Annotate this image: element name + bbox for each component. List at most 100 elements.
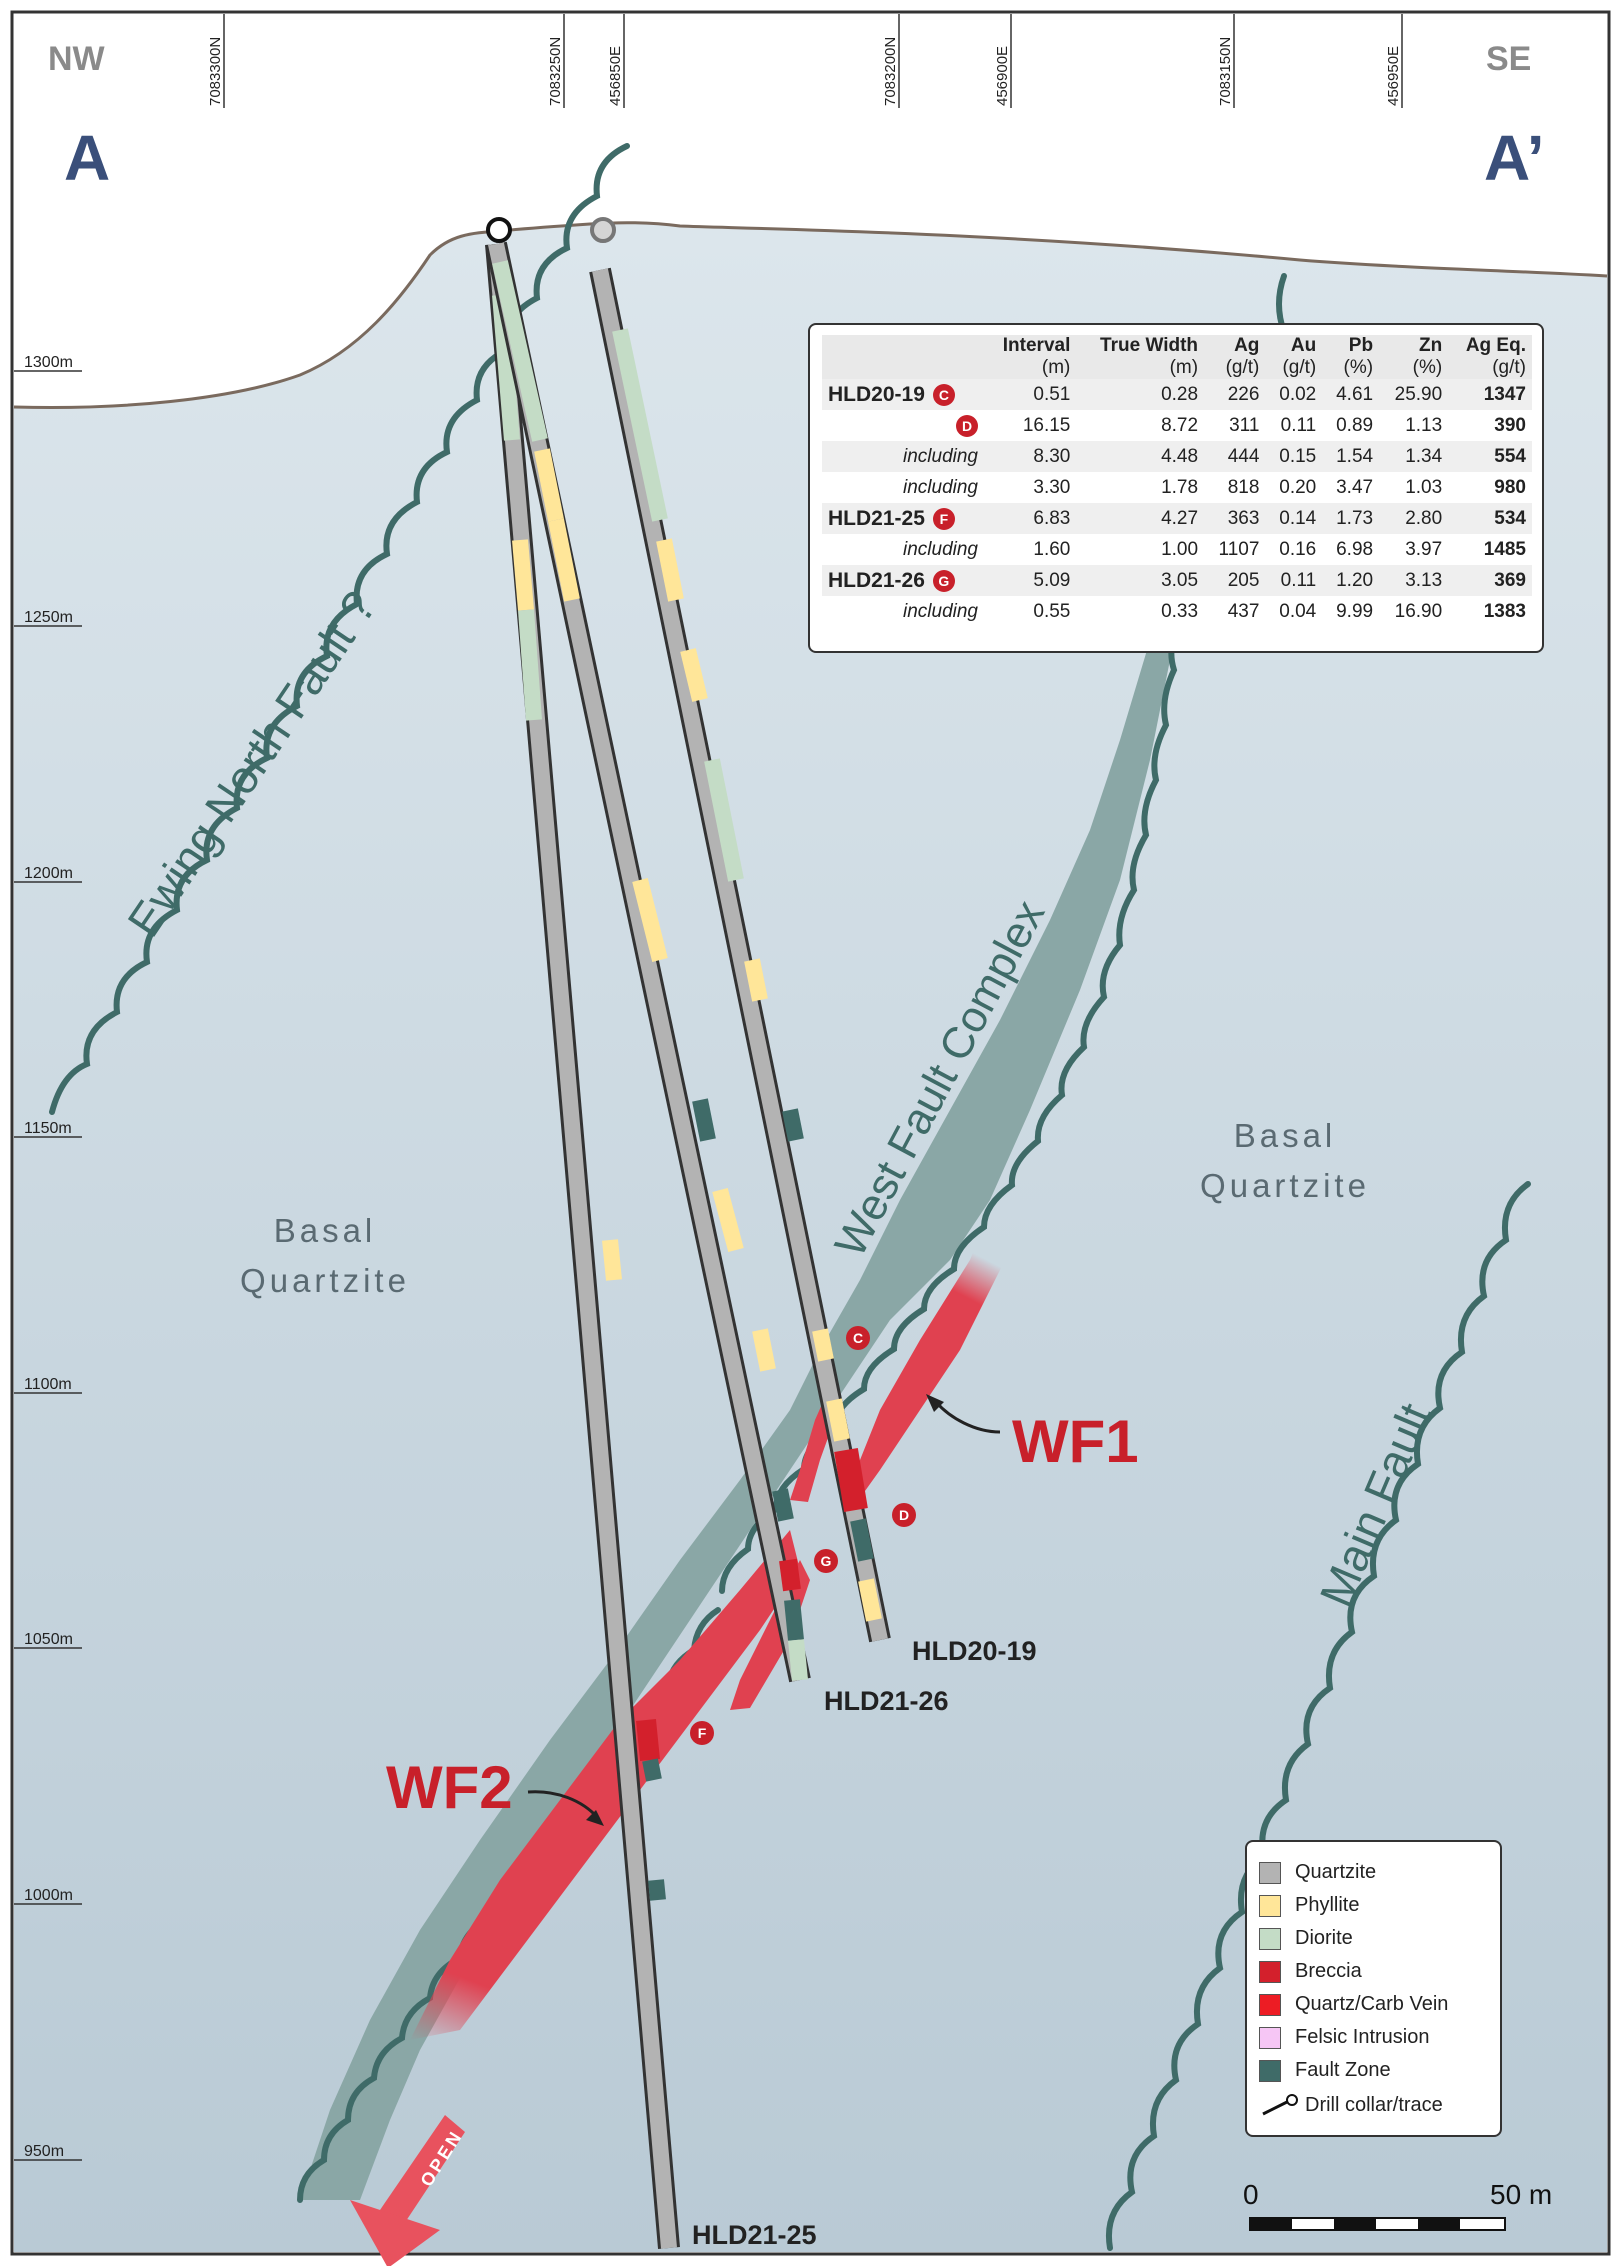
table-cell: 2.80 — [1405, 507, 1443, 529]
legend-label: Quartzite — [1295, 1861, 1377, 1883]
intercept-badge: C — [932, 383, 955, 406]
elevation-label: 1050m — [24, 1631, 73, 1648]
marker-f-label: F — [698, 1725, 707, 1741]
basal-quartzite-label-left-1: Basal — [274, 1212, 377, 1249]
legend-item: Breccia — [1259, 1955, 1488, 1988]
legend-item: Fault Zone — [1259, 2054, 1488, 2087]
svg-text:0: 0 — [1243, 2179, 1259, 2210]
elevation-label: 1250m — [24, 609, 73, 626]
elevation-label: 1000m — [24, 1887, 73, 1904]
table-cell: 0.15 — [1279, 445, 1317, 467]
marker-c-label: C — [853, 1330, 863, 1346]
table-cell: 16.15 — [1022, 414, 1071, 436]
table-cell: 818 — [1227, 476, 1260, 498]
row-label: including — [903, 600, 978, 622]
grid-label: 7083200N — [882, 37, 899, 106]
table-cell: 0.89 — [1336, 414, 1374, 436]
marker-g-label: G — [821, 1553, 832, 1569]
table-cell: 1.54 — [1336, 445, 1374, 467]
legend-swatch — [1259, 2059, 1281, 2082]
table-cell: 205 — [1227, 569, 1260, 591]
table-cell: 0.02 — [1279, 383, 1317, 405]
table-cell: 3.05 — [1161, 569, 1199, 591]
collar-marker — [590, 217, 616, 243]
drill-hole-hld20-19 — [589, 267, 891, 1643]
legend-label: Fault Zone — [1295, 2059, 1391, 2081]
legend-label: Quartz/Carb Vein — [1295, 1993, 1449, 2015]
row-label: including — [903, 476, 978, 498]
table-cell: 1383 — [1483, 600, 1526, 622]
legend-swatch — [1259, 1861, 1281, 1884]
legend-swatch — [1259, 1960, 1281, 1983]
row-label: including — [903, 538, 978, 560]
grid-label: 456900E — [994, 46, 1011, 106]
table-cell: 1107 — [1218, 538, 1260, 560]
marker-d-label: D — [899, 1507, 909, 1523]
table-cell: 3.13 — [1405, 569, 1443, 591]
table-cell: 9.99 — [1336, 600, 1374, 622]
topography-line — [13, 221, 1608, 410]
elevation-label: 1150m — [24, 1120, 72, 1137]
drill-collar-icon — [1262, 2094, 1298, 2116]
section-end-a-prime: A’ — [1484, 122, 1544, 194]
grid-label: 7083150N — [1217, 37, 1234, 106]
table-cell: 8.30 — [1033, 445, 1071, 467]
legend-item: Diorite — [1259, 1922, 1488, 1955]
wf1-breccia — [840, 1210, 1010, 1505]
basal-quartzite-label-right-1: Basal — [1234, 1117, 1337, 1154]
elevation-label: 950m — [24, 2143, 64, 2160]
legend-swatch — [1259, 1894, 1281, 1917]
svg-text:50 m: 50 m — [1490, 2179, 1552, 2210]
table-cell: 1.78 — [1161, 476, 1199, 498]
table-cell: 3.30 — [1033, 476, 1071, 498]
table-cell: 16.90 — [1394, 600, 1443, 622]
table-cell: 6.98 — [1336, 538, 1374, 560]
grid-label: 7083300N — [207, 37, 224, 106]
legend-item: Felsic Intrusion — [1259, 2021, 1488, 2054]
table-cell: 5.09 — [1033, 569, 1071, 591]
table-cell: 0.55 — [1033, 600, 1071, 622]
legend-label: Diorite — [1295, 1927, 1353, 1949]
elevation-axis — [14, 370, 82, 2161]
table-cell: 1485 — [1483, 538, 1526, 560]
table-cell: 444 — [1227, 445, 1260, 467]
section-end-a: A — [64, 122, 110, 194]
west-fault-complex — [300, 560, 1190, 2200]
table-cell: 8.72 — [1161, 414, 1199, 436]
table-cell: 3.47 — [1336, 476, 1374, 498]
table-cell: 6.83 — [1033, 507, 1071, 529]
marker-c-icon — [846, 1326, 870, 1350]
wf2-breccia — [410, 1530, 800, 2040]
table-cell: 1.73 — [1336, 507, 1374, 529]
legend-item: Phyllite — [1259, 1889, 1488, 1922]
table-cell: 534 — [1494, 507, 1526, 529]
hole-label-hld21-25: HLD21-25 — [692, 2220, 817, 2250]
row-label: including — [903, 445, 978, 467]
basal-quartzite-label-left-2: Quartzite — [240, 1262, 410, 1299]
orientation-left: NW — [48, 40, 106, 78]
grid-ticks — [223, 14, 1403, 108]
bedrock — [14, 222, 1607, 2253]
table-cell: 25.90 — [1394, 383, 1443, 405]
table-cell: 0.51 — [1033, 383, 1071, 405]
orientation-right: SE — [1486, 40, 1531, 78]
table-cell: 437 — [1227, 600, 1260, 622]
table-cell: 554 — [1494, 445, 1526, 467]
main-fault — [1106, 1181, 1531, 2251]
collar-marker — [486, 217, 512, 243]
marker-g-icon — [814, 1549, 838, 1573]
table-cell: 0.04 — [1279, 600, 1317, 622]
scale-bar: 0 50 m — [1243, 2179, 1552, 2231]
table-cell: 390 — [1494, 414, 1526, 436]
table-cell: 3.97 — [1405, 538, 1443, 560]
table-cell: 4.27 — [1161, 507, 1199, 529]
table-cell: 1.60 — [1033, 538, 1071, 560]
